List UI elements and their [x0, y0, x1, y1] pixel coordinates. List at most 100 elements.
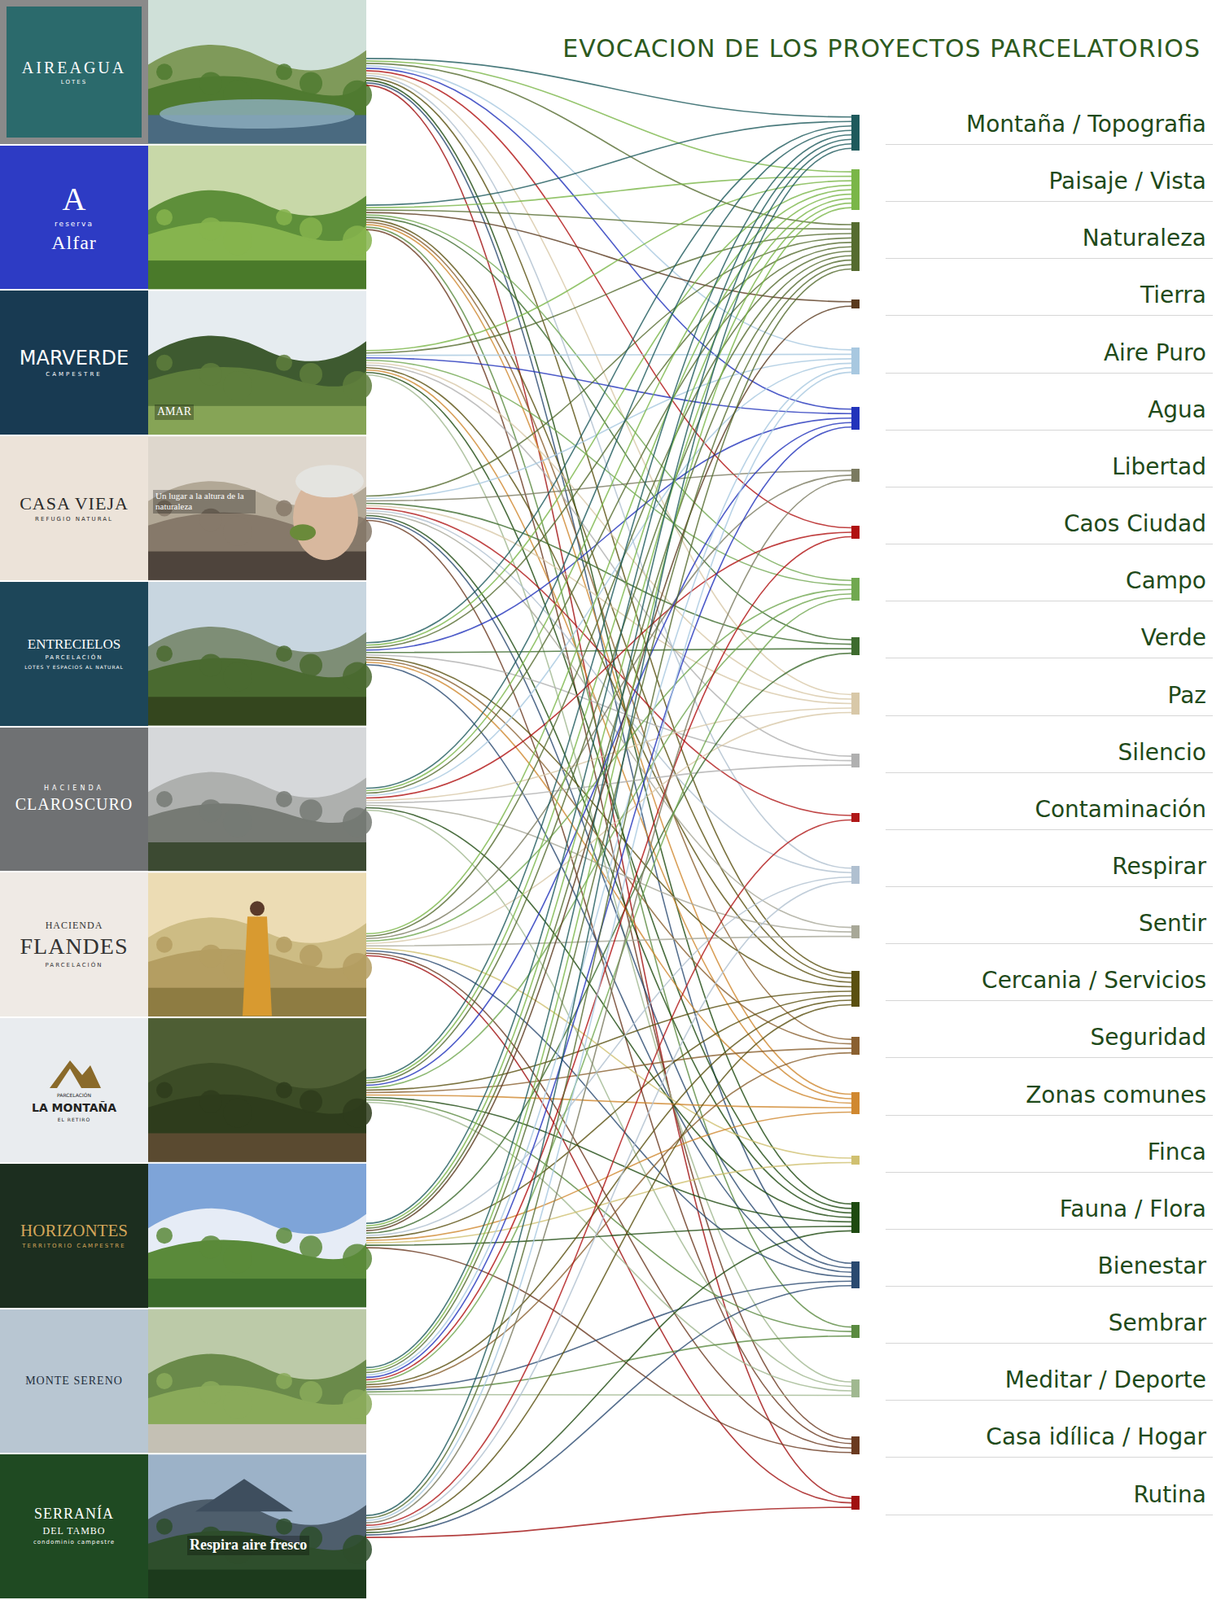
photo-shape — [148, 1208, 367, 1309]
connector — [366, 427, 852, 1379]
connector — [366, 63, 852, 225]
connector — [366, 820, 852, 1527]
connector — [366, 375, 852, 1383]
connector — [366, 1102, 852, 1392]
project-logo: HACIENDAFLANDESPARCELACIÓN — [0, 872, 149, 1017]
photo-shape — [299, 1090, 323, 1114]
logo-text: MONTE SERENO — [25, 1374, 123, 1387]
photo-shape — [148, 1278, 367, 1308]
photo-shape — [148, 696, 367, 726]
category-node: Libertad — [851, 444, 1213, 502]
connector — [366, 537, 852, 1381]
photo-shape — [156, 1227, 173, 1244]
connector — [366, 1507, 852, 1538]
category-bar — [851, 347, 860, 375]
photo-shape — [148, 1239, 367, 1308]
logo-text: CASA VIEJA — [19, 494, 129, 514]
connector — [366, 148, 852, 1516]
photo-shape — [148, 658, 367, 727]
connector — [366, 354, 852, 355]
logo-text: condominio campestre — [33, 1540, 115, 1547]
photo-shape — [242, 916, 272, 1016]
connector — [366, 1112, 852, 1242]
photo-shape — [342, 1389, 372, 1419]
photo-shape — [275, 500, 293, 517]
category-underline — [885, 657, 1213, 659]
photo-shape — [223, 371, 253, 401]
category-bar — [851, 222, 860, 272]
category-underline — [885, 1456, 1213, 1458]
category-bar — [851, 971, 860, 1007]
project-logo: HACIENDA CLAROSCURO — [0, 727, 149, 872]
photo-shape — [275, 791, 293, 808]
project-logo: MONTE SERENO — [0, 1309, 149, 1454]
photo-shape — [223, 1243, 253, 1274]
logo-text: LOTES — [61, 79, 88, 87]
photo-caption: Respira aire fresco — [187, 1535, 310, 1556]
logo-icon — [49, 1060, 101, 1089]
category-label: Finca — [1147, 1138, 1207, 1167]
connector — [366, 68, 852, 410]
photo-shape — [148, 1018, 367, 1163]
logo-text: PARCELACIÓN — [56, 1093, 92, 1099]
photo-caption: Un lugar a la altura de la naturaleza — [153, 490, 256, 513]
logo-text: MARVERDE — [19, 347, 129, 369]
logo-text: FLANDES — [19, 934, 128, 960]
category-bar — [851, 1325, 860, 1339]
connector — [366, 185, 852, 646]
photo-shape — [148, 190, 367, 290]
category-node: Aire Puro — [851, 330, 1213, 388]
connector — [366, 1230, 852, 1533]
photo-shape — [299, 1235, 323, 1259]
connector — [366, 367, 852, 1376]
photo-shape — [148, 44, 367, 145]
category-label: Bienestar — [1098, 1252, 1207, 1281]
project-card: HACIENDAFLANDESPARCELACIÓN — [0, 872, 367, 1017]
category-label: Contaminación — [1034, 796, 1207, 824]
category-underline — [885, 943, 1213, 945]
logo-text: LOTES Y ESPACIOS AL NATURAL — [24, 665, 124, 671]
photo-shape — [148, 1570, 367, 1599]
connector — [366, 1286, 852, 1536]
category-node: Caos Ciudad — [851, 501, 1213, 559]
logo-text: HACIENDA — [43, 785, 105, 793]
category-underline — [885, 829, 1213, 831]
logo-text: LA MONTAÑA — [31, 1102, 117, 1115]
photo-shape — [156, 63, 173, 80]
photo-shape — [223, 1098, 253, 1129]
photo-shape — [195, 1478, 294, 1512]
category-node: Meditar / Deporte — [851, 1357, 1213, 1415]
photo-shape — [275, 645, 293, 662]
category-node: Paz — [851, 673, 1213, 731]
photo-shape — [0, 1598, 367, 1600]
photo-shape — [148, 260, 367, 289]
photo-shape — [223, 662, 253, 692]
category-underline — [885, 429, 1213, 431]
category-bar — [851, 925, 860, 940]
connector — [366, 363, 852, 796]
photo-shape — [199, 1381, 223, 1405]
photo-shape — [275, 1373, 293, 1390]
category-node: Bienestar — [851, 1243, 1213, 1301]
category-bar — [851, 525, 860, 540]
category-node: Respirar — [851, 844, 1213, 902]
logo-text: SERRANÍA — [34, 1506, 114, 1523]
category-label: Verde — [1141, 624, 1207, 652]
category-node: Rutina — [851, 1472, 1213, 1530]
photo-shape — [249, 901, 265, 916]
connector — [366, 237, 852, 496]
photo-shape — [148, 76, 367, 145]
category-bar — [851, 637, 860, 656]
category-underline — [885, 315, 1213, 316]
logo-text: CLAROSCURO — [15, 795, 133, 814]
connector — [366, 371, 852, 1521]
photo-shape — [148, 917, 367, 1017]
connector — [366, 224, 852, 1094]
category-underline — [885, 201, 1213, 202]
category-bar — [851, 1092, 860, 1116]
category-label: Silencio — [1117, 739, 1207, 767]
photo-shape — [342, 807, 372, 837]
photo-shape — [299, 1381, 323, 1405]
photo-shape — [148, 290, 367, 435]
category-node: Sembrar — [851, 1300, 1213, 1358]
